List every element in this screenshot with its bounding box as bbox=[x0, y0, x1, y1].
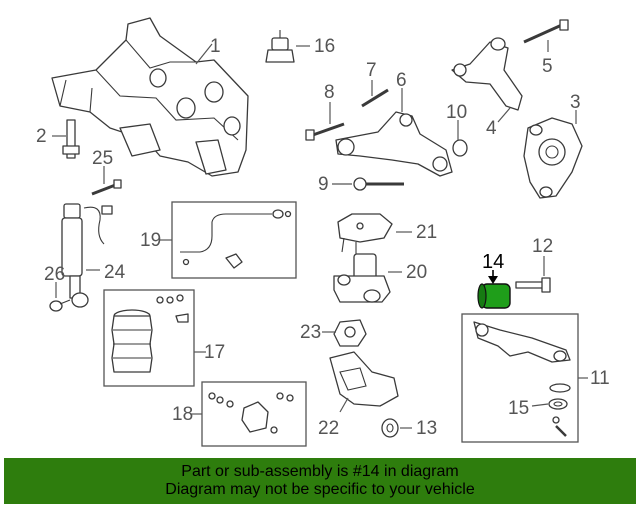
bracket-21-part bbox=[337, 213, 393, 254]
cover-22-part bbox=[329, 351, 399, 407]
bushing-14-part[interactable] bbox=[477, 283, 511, 309]
info-banner: Part or sub-assembly is #14 in diagram D… bbox=[4, 458, 636, 504]
callout-5: 5 bbox=[542, 56, 553, 77]
bolt-12-part bbox=[515, 277, 551, 293]
callout-21: 21 bbox=[416, 222, 437, 243]
callout-25: 25 bbox=[92, 148, 113, 169]
callout-20: 20 bbox=[406, 262, 427, 283]
compressor-20-part bbox=[333, 253, 391, 303]
callout-17: 17 bbox=[204, 342, 225, 363]
callout-7: 7 bbox=[366, 60, 377, 81]
callout-13: 13 bbox=[416, 418, 437, 439]
bushing-10-part bbox=[452, 139, 468, 157]
callout-1: 1 bbox=[210, 36, 221, 57]
bolt-2-part bbox=[62, 119, 80, 159]
callout-19: 19 bbox=[140, 230, 161, 251]
callout-23: 23 bbox=[300, 322, 321, 343]
sensor-kit-19-part bbox=[171, 201, 297, 279]
bolt-25-part bbox=[91, 179, 122, 196]
callout-24: 24 bbox=[104, 262, 126, 283]
knuckle-3-part bbox=[523, 117, 583, 199]
banner-line-1: Part or sub-assembly is #14 in diagram bbox=[181, 463, 459, 480]
bushing-13-part bbox=[381, 418, 399, 438]
valve-23-part bbox=[333, 319, 367, 347]
callout-26: 26 bbox=[44, 264, 65, 285]
callout-9: 9 bbox=[318, 174, 329, 195]
callout-14: 14 bbox=[482, 251, 504, 273]
lower-arm-11-part bbox=[461, 313, 579, 443]
shock-absorber-24-part bbox=[61, 203, 113, 308]
upper-arm-4-part bbox=[451, 37, 523, 111]
callout-4: 4 bbox=[486, 118, 497, 139]
bolt-9-part bbox=[353, 177, 404, 191]
callout-6: 6 bbox=[396, 70, 407, 91]
crossmember-part bbox=[51, 17, 249, 177]
callout-10: 10 bbox=[446, 102, 467, 123]
bolt-8-part bbox=[305, 122, 345, 141]
mount-16-part bbox=[265, 30, 295, 63]
bolt-26-part bbox=[49, 299, 71, 312]
callout-15: 15 bbox=[508, 398, 529, 419]
callout-12: 12 bbox=[532, 236, 553, 257]
callout-18: 18 bbox=[172, 404, 193, 425]
bolt-5-part bbox=[523, 19, 569, 44]
banner-line-2: Diagram may not be specific to your vehi… bbox=[165, 481, 475, 498]
callout-22: 22 bbox=[318, 418, 339, 439]
callout-2: 2 bbox=[36, 126, 47, 147]
air-spring-17-part bbox=[103, 289, 195, 387]
callout-16: 16 bbox=[314, 36, 335, 57]
callout-11: 11 bbox=[590, 368, 610, 389]
hardware-kit-18-part bbox=[201, 381, 307, 447]
control-arm-6-part bbox=[335, 111, 453, 177]
callout-8: 8 bbox=[324, 82, 335, 103]
callout-3: 3 bbox=[570, 92, 581, 113]
